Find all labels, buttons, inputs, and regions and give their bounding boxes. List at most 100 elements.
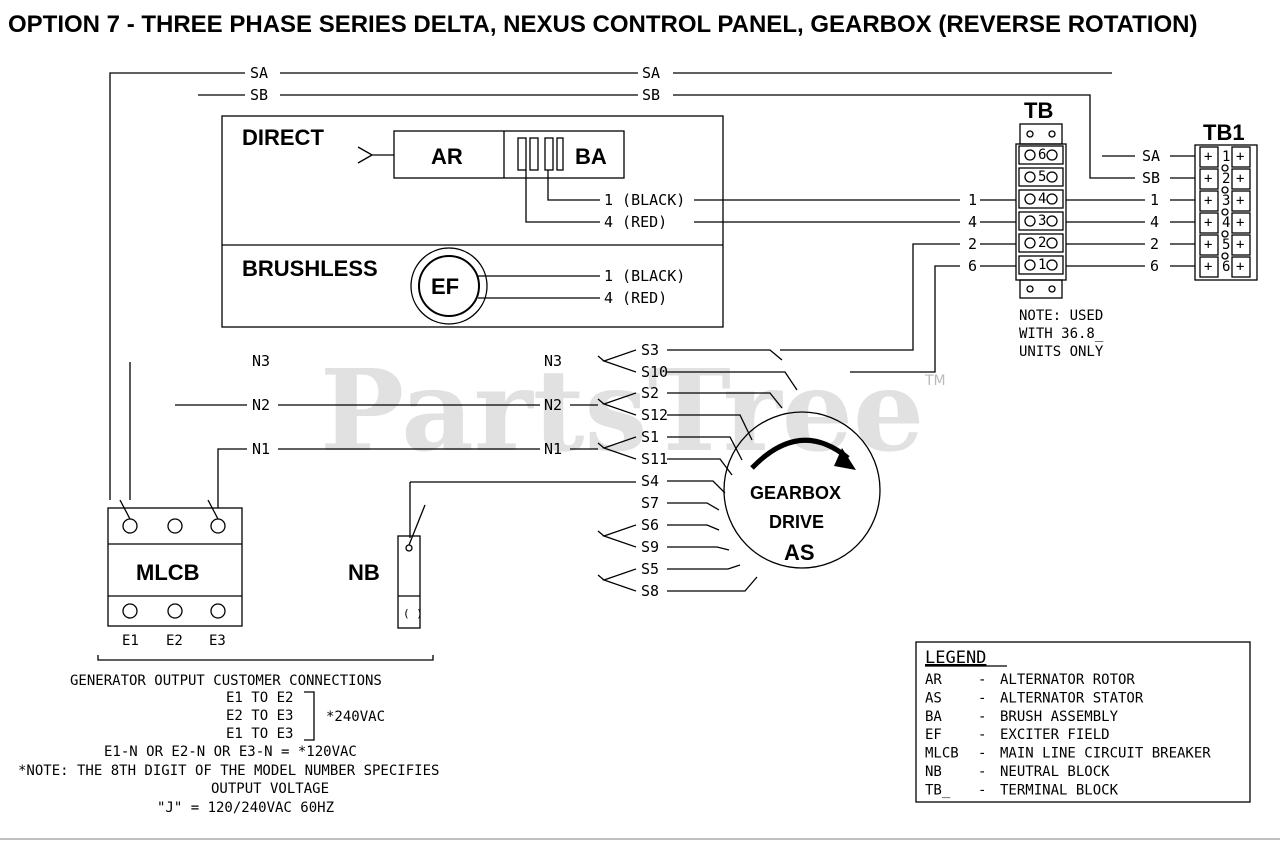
cust-heading: GENERATOR OUTPUT CUSTOMER CONNECTIONS (70, 673, 382, 689)
tb-terminal-6: 6 (1018, 145, 1064, 165)
ef-outer-ring (410, 247, 488, 325)
n3-label-left: N3 (252, 352, 270, 370)
pair-e1-e2: E1 TO E2 (226, 690, 293, 706)
stator-lead-label: S9 (641, 538, 659, 556)
tb1-terminal-2: 2++ (1199, 168, 1251, 194)
sb-label-right: SB (642, 86, 660, 104)
legend-code: AR (925, 672, 942, 688)
legend-dash: - (978, 764, 986, 780)
screw-icon: + (1236, 237, 1244, 253)
tb-terminal-5: 5 (1018, 167, 1064, 187)
legend-title: LEGEND (925, 648, 986, 668)
tb1-wire-label-1: 1 (1150, 191, 1159, 209)
legend-desc: ALTERNATOR ROTOR (1000, 672, 1135, 688)
legend-desc: MAIN LINE CIRCUIT BREAKER (1000, 746, 1211, 762)
stator-lead-s2: S2 (641, 384, 783, 409)
legend-dash: - (978, 727, 986, 743)
stator-lead-s5: S5 (641, 560, 741, 578)
brushless-wire-1: 1 (BLACK) (604, 267, 685, 285)
legend-code: NB (925, 764, 942, 780)
screw-icon: + (1204, 193, 1212, 209)
n3-label-right: N3 (544, 352, 562, 370)
legend-desc: EXCITER FIELD (1000, 727, 1110, 743)
as-label: AS (784, 540, 815, 565)
tb-note-line3: UNITS ONLY (1019, 344, 1104, 360)
stator-lead-s12: S12 (641, 406, 753, 441)
stator-lead-s1: S1 (641, 428, 743, 461)
stator-lead-label: S12 (641, 406, 668, 424)
pair-e2-e3: E2 TO E3 (226, 708, 293, 724)
stator-lead-label: S7 (641, 494, 659, 512)
tb1-wire-label-6: 6 (1150, 257, 1159, 275)
tb-terminal-number: 4 (1038, 191, 1046, 207)
rotor-box: DIRECT AR BA 1 (BLACK) 4 (RED) BRUSHLESS… (221, 115, 960, 328)
tb-terminal-number: 6 (1038, 147, 1046, 163)
legend-item-ar: AR -ALTERNATOR ROTOR (925, 672, 1135, 688)
tb-terminal-1: 1 (1018, 255, 1064, 275)
legend: LEGEND AR-ALTERNATOR ROTORAS-ALTERNATOR … (915, 641, 1251, 803)
legend-code: EF (925, 727, 942, 743)
tb-terminal-number: 1 (1038, 257, 1046, 273)
tb1-terminal-number: 4 (1222, 215, 1230, 231)
legend-dash: - (978, 672, 986, 688)
legend-dash: - (978, 690, 986, 706)
stator-lead-s6: S6 (641, 516, 720, 534)
screw-icon: + (1204, 237, 1212, 253)
tb1-terminal-number: 3 (1222, 193, 1230, 209)
legend-desc: BRUSH ASSEMBLY (1000, 709, 1119, 725)
exciter-field (418, 255, 480, 317)
stator-lead-s11: S11 (641, 450, 733, 476)
legend-dash: - (978, 746, 986, 762)
diagram-title: OPTION 7 - THREE PHASE SERIES DELTA, NEX… (8, 11, 1197, 38)
screw-icon: + (1204, 259, 1212, 275)
mlcb: MLCB E1 E2 E3 (97, 499, 434, 661)
direct-label: DIRECT (242, 125, 324, 150)
tb-terminal-number: 3 (1038, 213, 1046, 229)
tb1-terminal-1: 1++ (1199, 146, 1251, 172)
tb-note-line2: WITH 36.8_ (1019, 326, 1104, 342)
legend-item-ef: EF -EXCITER FIELD (925, 727, 1110, 743)
stator-lead-label: S1 (641, 428, 659, 446)
tb-wire-label-4: 4 (968, 213, 977, 231)
tb-wire-label-2: 2 (968, 235, 977, 253)
tb1-wire-label-2: 2 (1150, 235, 1159, 253)
legend-item-as: AS-ALTERNATOR STATOR (925, 690, 1144, 706)
legend-dash: - (978, 782, 986, 798)
screw-icon: + (1236, 149, 1244, 165)
direct-wire-1: 1 (BLACK) (604, 191, 685, 209)
screw-icon: + (1236, 215, 1244, 231)
tb1-terminal-number: 2 (1222, 171, 1230, 187)
tb-wire-label-1: 1 (968, 191, 977, 209)
n1-label-left: N1 (252, 440, 270, 458)
voltage-240: *240VAC (326, 709, 385, 725)
tb-wire-label-6: 6 (968, 257, 977, 275)
gearbox-drive: GEARBOX DRIVE AS (723, 411, 881, 569)
gearbox-label: GEARBOX (750, 483, 841, 503)
stator-lead-s8: S8 (641, 576, 758, 600)
neutral-block: NB ( ) (348, 504, 426, 629)
legend-code: TB_ (925, 782, 951, 798)
stator-lead-label: S11 (641, 450, 668, 468)
screw-icon: + (1204, 215, 1212, 231)
nb-label: NB (348, 560, 380, 585)
tb-terminal-3: 3 (1018, 211, 1064, 231)
drive-label: DRIVE (769, 512, 824, 532)
stator-lead-s4: S4 (641, 472, 726, 494)
n1-label-right: N1 (544, 440, 562, 458)
legend-desc: ALTERNATOR STATOR (1000, 690, 1144, 706)
sa-label-right: SA (642, 64, 660, 82)
tb1-wire-label-4: 4 (1150, 213, 1159, 231)
sa-sb-wires: SA SA SB SB (109, 64, 1135, 500)
screw-icon: + (1236, 193, 1244, 209)
legend-item-mlcb: MLCB-MAIN LINE CIRCUIT BREAKER (925, 746, 1211, 762)
pair-e1-e3: E1 TO E3 (226, 726, 293, 742)
watermark-tm: TM (924, 373, 946, 389)
tb-label: TB (1024, 98, 1053, 123)
line-120vac: E1-N OR E2-N OR E3-N = *120VAC (104, 744, 357, 760)
brushless-wire-4: 4 (RED) (604, 289, 667, 307)
